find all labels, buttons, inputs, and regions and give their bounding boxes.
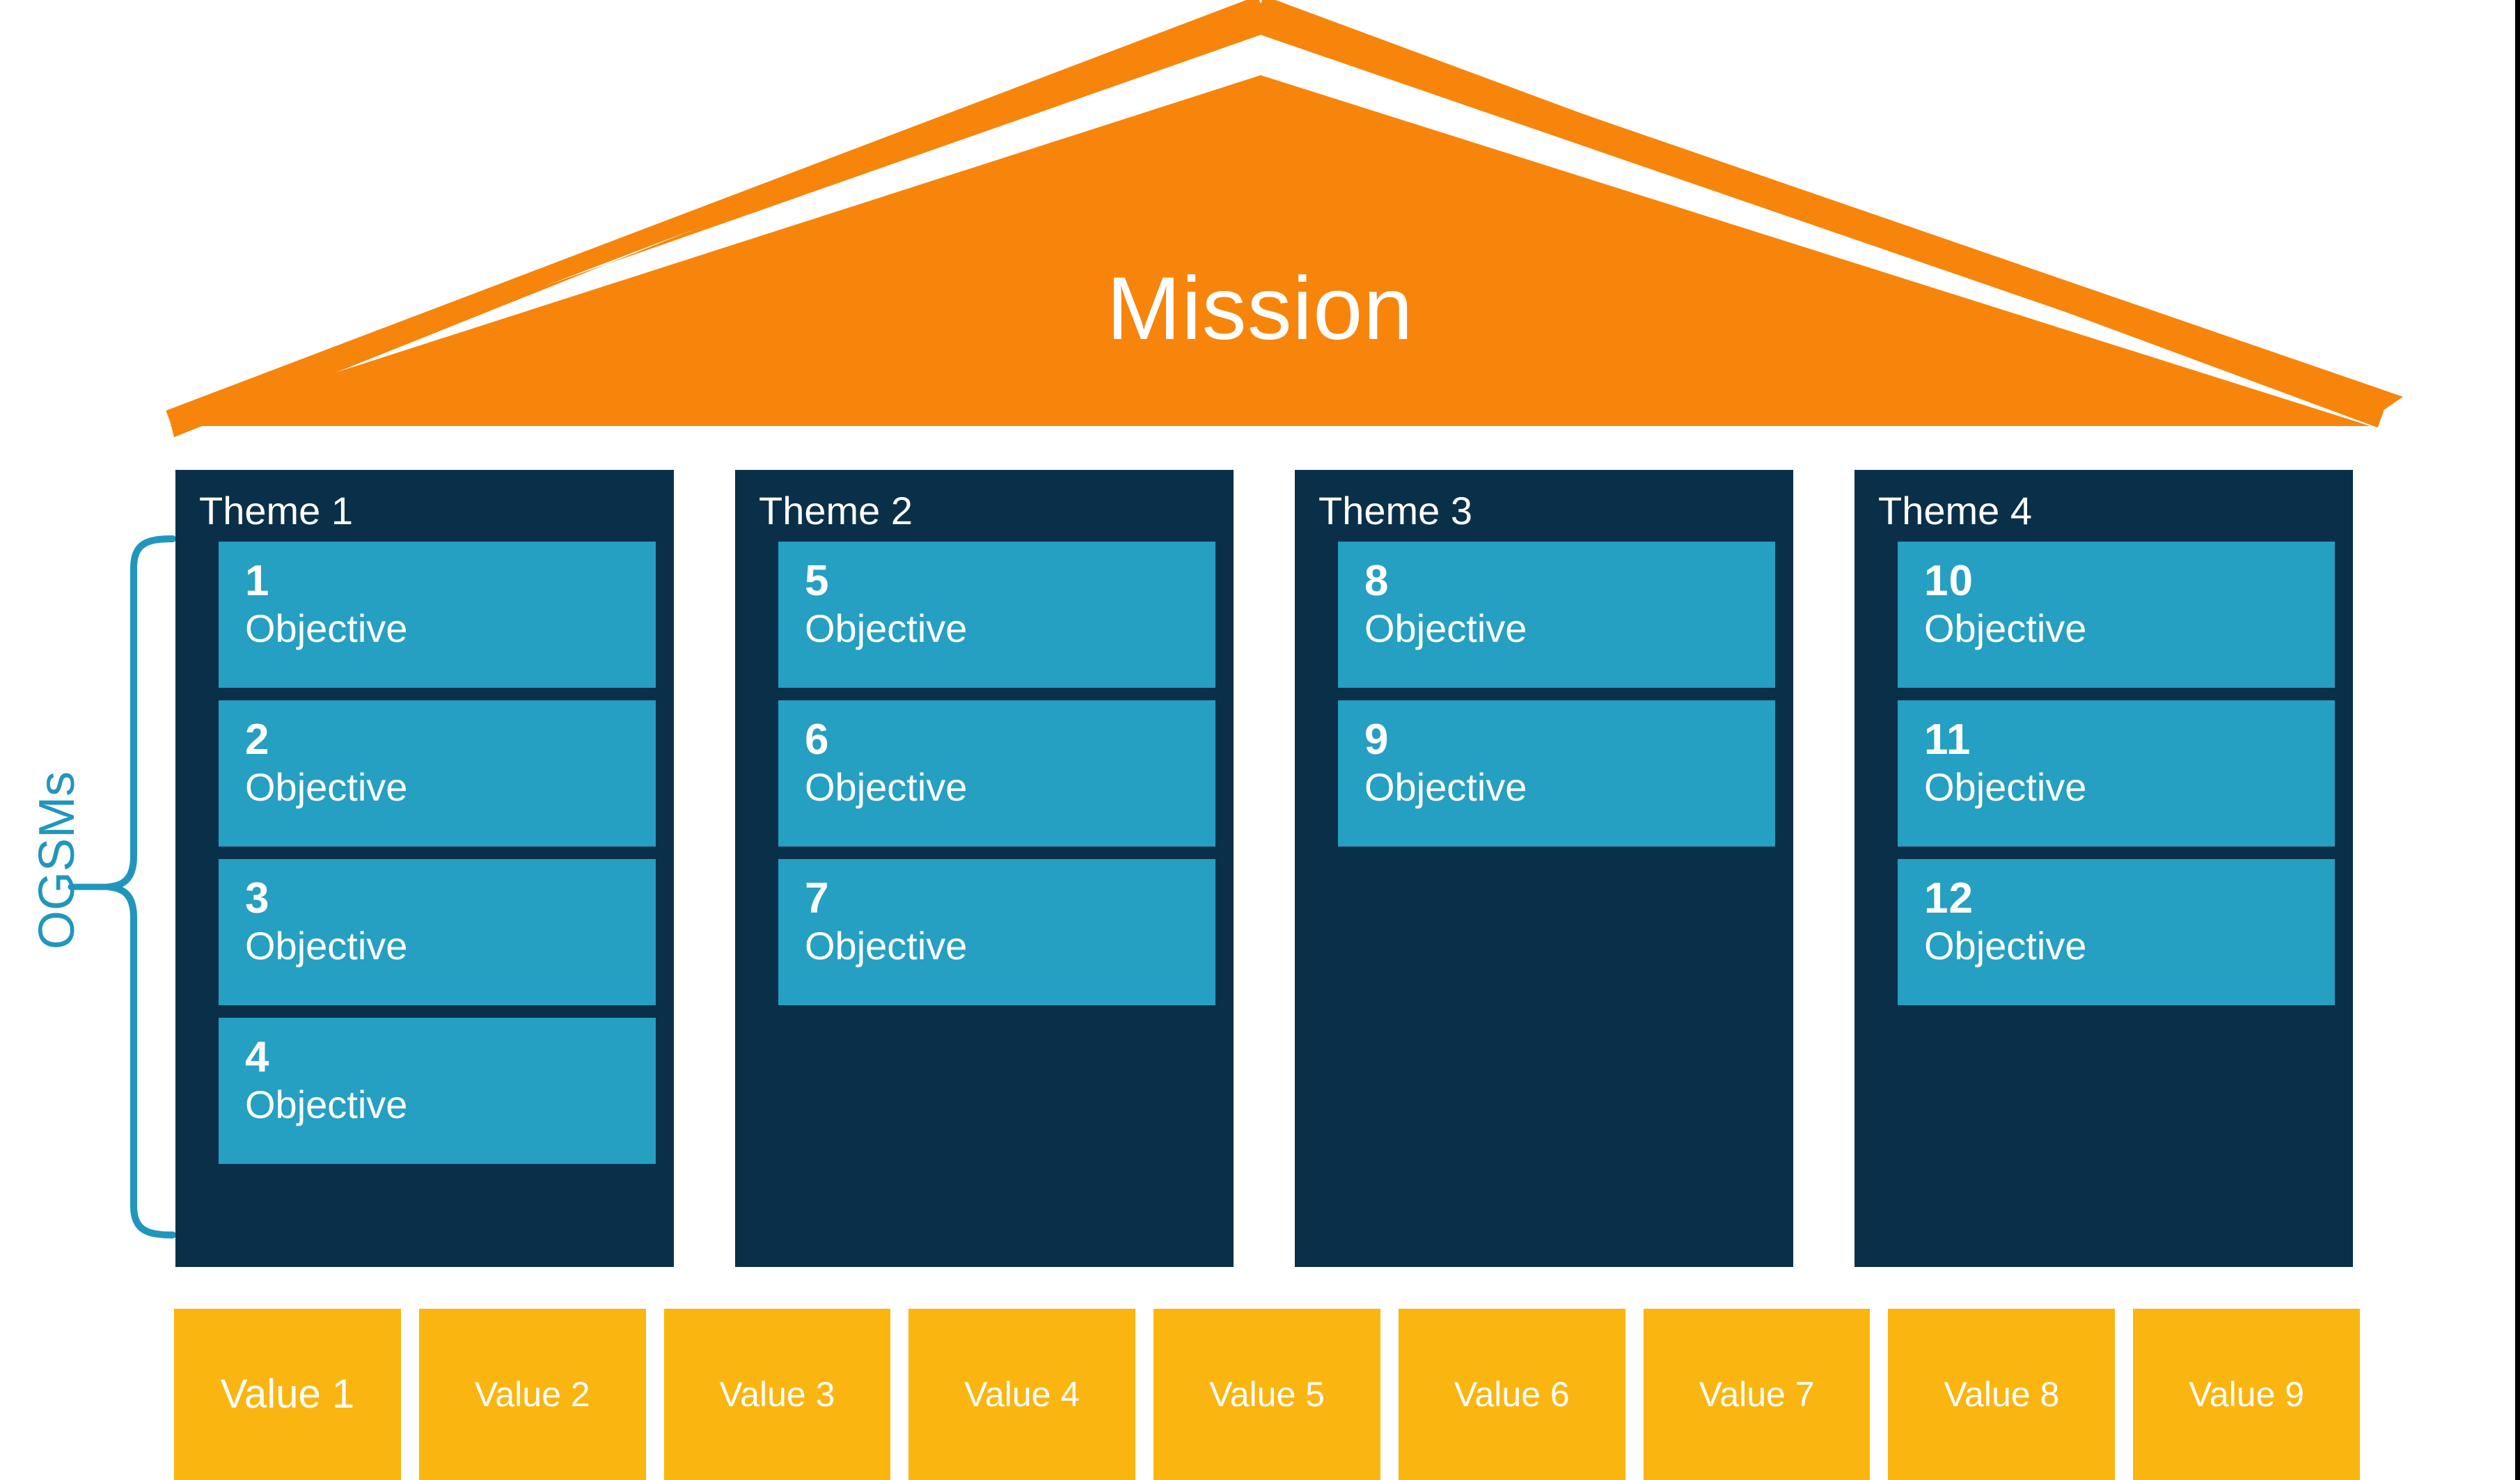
roof-outline-left-stroke <box>166 0 1264 428</box>
value-box[interactable]: Value 7 <box>1643 1309 1871 1480</box>
value-box[interactable]: Value 3 <box>663 1309 891 1480</box>
theme-column-1[interactable]: Theme 1 1 Objective 2 Objective 3 Object… <box>175 470 674 1267</box>
objective-list: 5 Objective 6 Objective 7 Objective <box>753 541 1215 1005</box>
objective-label: Objective <box>245 606 408 650</box>
value-box[interactable]: Value 5 <box>1153 1309 1380 1480</box>
objective-number: 9 <box>1364 715 1389 764</box>
objective-label: Objective <box>245 764 408 809</box>
value-box[interactable]: Value 4 <box>908 1309 1136 1480</box>
objective-card[interactable]: 2 Objective <box>219 700 656 847</box>
objective-number: 4 <box>245 1032 270 1081</box>
objective-label: Objective <box>245 1082 408 1126</box>
objective-card[interactable]: 9 Objective <box>1338 700 1775 847</box>
theme-column-2[interactable]: Theme 2 5 Objective 6 Objective 7 Object… <box>735 470 1234 1267</box>
values-row: Value 1 Value 2 Value 3 Value 4 Value 5 … <box>174 1309 2361 1480</box>
objective-list: 8 Objective 9 Objective <box>1313 541 1775 847</box>
objective-label: Objective <box>1924 923 2087 968</box>
objective-list: 10 Objective 11 Objective 12 Objective <box>1873 541 2335 1005</box>
theme-title: Theme 2 <box>759 489 913 533</box>
value-box[interactable]: Value 6 <box>1398 1309 1625 1480</box>
objective-card[interactable]: 12 Objective <box>1898 858 2335 1005</box>
objective-label: Objective <box>805 764 968 809</box>
objective-label: Objective <box>805 923 968 968</box>
value-box[interactable]: Value 1 <box>174 1309 401 1480</box>
objective-number: 11 <box>1924 715 1971 764</box>
objective-number: 8 <box>1364 556 1389 605</box>
objective-number: 2 <box>245 715 270 764</box>
right-edge-strip <box>2515 0 2520 1480</box>
ogsms-bracket-group: OGSMs <box>28 529 181 1246</box>
roof-shape-icon <box>166 0 2403 437</box>
theme-column-4[interactable]: Theme 4 10 Objective 11 Objective 12 Obj… <box>1854 470 2353 1267</box>
objective-label: Objective <box>1364 606 1527 650</box>
objective-list: 1 Objective 2 Objective 3 Objective 4 Ob… <box>194 541 656 1164</box>
theme-columns: Theme 1 1 Objective 2 Objective 3 Object… <box>175 470 2353 1267</box>
objective-card[interactable]: 3 Objective <box>219 858 656 1005</box>
objective-card[interactable]: 5 Objective <box>778 541 1215 688</box>
curly-brace-icon <box>68 535 176 1238</box>
objective-number: 12 <box>1924 874 1974 922</box>
objective-number: 1 <box>245 556 270 605</box>
roof-outline-right-stroke <box>1257 0 2384 428</box>
value-box[interactable]: Value 8 <box>1888 1309 2116 1480</box>
ogsms-label: OGSMs <box>29 771 85 950</box>
objective-card[interactable]: 1 Objective <box>219 541 656 688</box>
theme-column-3[interactable]: Theme 3 8 Objective 9 Objective <box>1295 470 1793 1267</box>
objective-card[interactable]: 4 Objective <box>219 1017 656 1164</box>
theme-title: Theme 1 <box>199 489 353 533</box>
objective-number: 7 <box>805 874 830 922</box>
objective-card[interactable]: 6 Objective <box>778 700 1215 847</box>
objective-card[interactable]: 11 Objective <box>1898 700 2335 847</box>
value-box[interactable]: Value 2 <box>418 1309 646 1480</box>
theme-title: Theme 3 <box>1318 489 1472 533</box>
objective-number: 3 <box>245 874 270 922</box>
roof-fill-triangle <box>169 75 2370 426</box>
objective-label: Objective <box>805 606 968 650</box>
mission-roof: Mission <box>0 0 2520 446</box>
objective-card[interactable]: 7 Objective <box>778 858 1215 1005</box>
objective-label: Objective <box>1924 764 2087 809</box>
objective-number: 10 <box>1924 556 1974 605</box>
objective-label: Objective <box>1364 764 1527 809</box>
objective-label: Objective <box>245 923 408 968</box>
value-box[interactable]: Value 9 <box>2133 1309 2361 1480</box>
objective-number: 5 <box>805 556 830 605</box>
objective-card[interactable]: 10 Objective <box>1898 541 2335 688</box>
objective-card[interactable]: 8 Objective <box>1338 541 1775 688</box>
objective-number: 6 <box>805 715 830 764</box>
objective-label: Objective <box>1924 606 2087 650</box>
theme-title: Theme 4 <box>1878 489 2032 533</box>
